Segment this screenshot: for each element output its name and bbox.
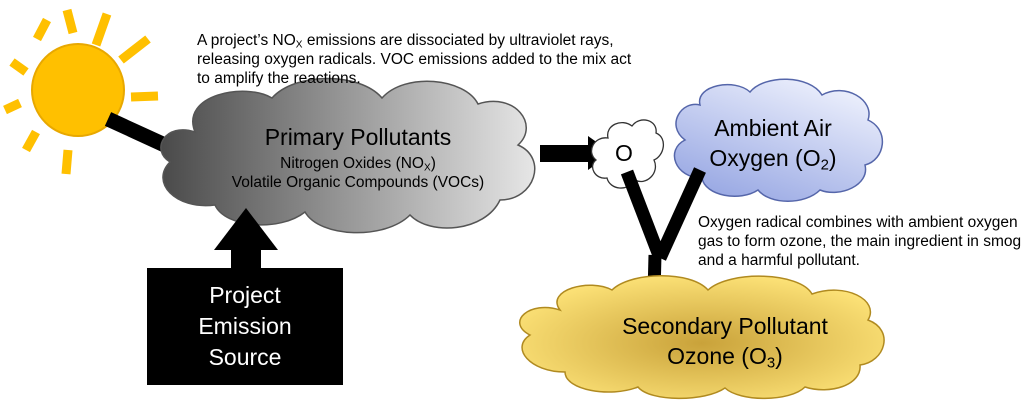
note-top-line1-post: emissions are dissociated by ultraviolet…: [302, 32, 614, 49]
source-line1: Project: [209, 282, 281, 308]
source-line3: Source: [208, 344, 282, 370]
primary-line1-pre: Nitrogen Oxides (NO: [280, 155, 424, 172]
note-right-line3: and a harmful pollutant.: [698, 252, 860, 269]
ambient-line2-pre: Oxygen (O: [709, 145, 821, 171]
oxygen-radical-label: O: [615, 140, 633, 166]
secondary-pollutant-line2: Ozone (O3): [600, 341, 850, 371]
note-right: Oxygen radical combines with ambient oxy…: [698, 213, 1021, 270]
project-emission-source-box: Project Emission Source: [147, 268, 343, 385]
note-top-line1-sub: X: [295, 39, 303, 51]
ambient-air-cloud: [673, 78, 884, 202]
secondary-line2-pre: Ozone (O: [667, 343, 767, 369]
secondary-line2-post: ): [775, 343, 783, 369]
emission-arrow: [214, 208, 278, 270]
secondary-pollutant-cloud: [519, 275, 885, 400]
primary-pollutants-cloud: [160, 77, 536, 234]
primary-line1-sub: X: [423, 162, 431, 174]
secondary-line2-sub: 3: [766, 354, 776, 372]
note-top-line2: releasing oxygen radicals. VOC emissions…: [197, 51, 632, 68]
sun-icon: [3, 8, 159, 175]
primary-pollutants-title: Primary Pollutants: [264, 124, 452, 150]
primary-pollutants-line2: Volatile Organic Compounds (VOCs): [231, 174, 485, 191]
source-line2: Emission: [198, 313, 292, 339]
primary-pollutants-label: Primary Pollutants Nitrogen Oxides (NOX)…: [218, 124, 498, 192]
ambient-air-title: Ambient Air: [714, 115, 832, 141]
ambient-line2-post: ): [828, 145, 837, 171]
secondary-pollutant-label: Secondary Pollutant Ozone (O3): [600, 311, 850, 371]
secondary-pollutant-title: Secondary Pollutant: [622, 313, 828, 339]
primary-pollutants-line1: Nitrogen Oxides (NOX): [218, 154, 498, 173]
note-right-line1: Oxygen radical combines with ambient oxy…: [698, 214, 1018, 231]
primary-line1-post: ): [430, 155, 436, 172]
note-right-line2: gas to form ozone, the main ingredient i…: [698, 233, 1022, 250]
note-top: A project’s NOX emissions are dissociate…: [197, 31, 631, 88]
ambient-air-label: Ambient Air Oxygen (O2): [700, 113, 846, 173]
ambient-air-line2: Oxygen (O2): [700, 143, 846, 173]
ambient-line2-sub: 2: [820, 156, 829, 174]
note-top-line3: to amplify the reactions.: [197, 70, 361, 87]
oxygen-radical-cloud: [591, 119, 664, 189]
note-top-line1-pre: A project’s NO: [197, 32, 296, 49]
